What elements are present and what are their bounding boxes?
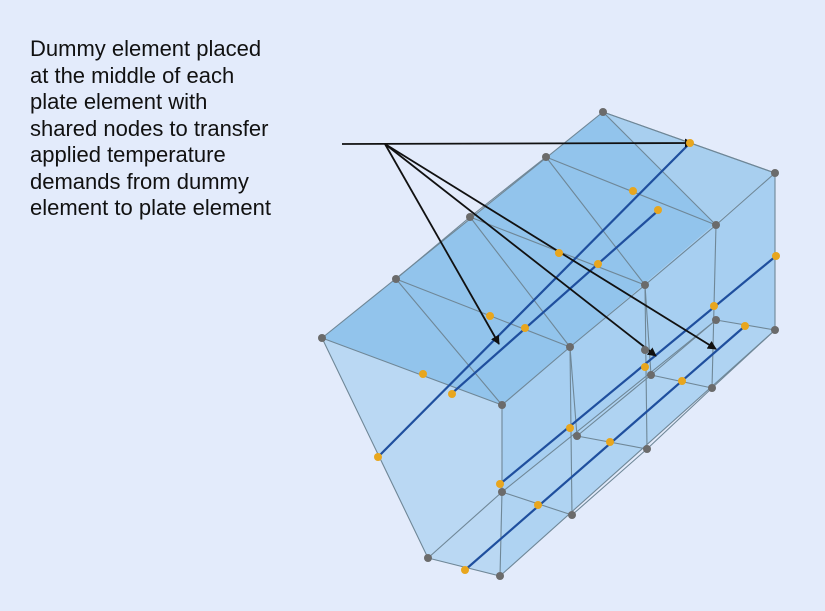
corner-node <box>712 221 720 229</box>
mesh-edge <box>715 172 776 226</box>
mesh-edge <box>646 387 713 450</box>
annotation-line: element to plate element <box>30 195 271 220</box>
corner-node <box>496 572 504 580</box>
mesh-edge <box>427 491 503 559</box>
annotation-line: Dummy element placed <box>30 36 262 61</box>
corner-node <box>647 371 655 379</box>
corner-nodes <box>318 108 779 580</box>
dummy-element-line <box>449 208 661 396</box>
arrow-line <box>384 143 500 345</box>
annotation-line: shared nodes to transfer <box>30 115 269 141</box>
arrow-line <box>384 143 657 357</box>
mesh-edge <box>395 278 571 348</box>
mesh-edge <box>711 329 776 389</box>
dummy-element-line <box>377 142 691 458</box>
dummy-element-line <box>464 325 746 571</box>
corner-node <box>392 275 400 283</box>
back-plate-face <box>603 112 775 225</box>
corner-node <box>542 153 550 161</box>
corner-node <box>771 169 779 177</box>
top-plate-face <box>322 112 775 405</box>
mid-node <box>654 206 662 214</box>
dummy-element-lines <box>377 142 777 571</box>
mesh-edge <box>501 319 717 493</box>
mid-node <box>641 363 649 371</box>
arrow-line <box>384 143 717 350</box>
annotation-line: applied temperature <box>30 142 226 167</box>
mid-node <box>448 390 456 398</box>
mid-node <box>629 187 637 195</box>
annotation-line: demands from dummy <box>30 168 249 194</box>
mesh-edge <box>569 284 646 348</box>
mid-node <box>772 252 780 260</box>
mesh-edge <box>395 216 471 280</box>
annotation-line: at the middle of each <box>30 62 235 88</box>
mid-node <box>534 501 542 509</box>
mid-node <box>374 453 382 461</box>
mid-node <box>606 438 614 446</box>
mesh-edge <box>644 224 717 286</box>
mid-node <box>419 370 427 378</box>
corner-node <box>643 445 651 453</box>
corner-node <box>641 281 649 289</box>
mesh-edge <box>602 111 717 226</box>
mesh-edge <box>576 374 652 437</box>
annotation-arrows <box>341 138 717 357</box>
mid-node <box>741 322 749 330</box>
mid-node <box>678 377 686 385</box>
annotation-text: Dummy element placed at the middle of ea… <box>30 36 350 222</box>
mid-node <box>555 249 563 257</box>
mesh-edge <box>499 491 503 577</box>
arrow-line <box>341 138 694 148</box>
mid-node <box>686 139 694 147</box>
dummy-element-line <box>499 255 777 485</box>
mid-node <box>594 260 602 268</box>
mesh-edge <box>571 448 648 516</box>
mid-node <box>521 324 529 332</box>
corner-node <box>424 554 432 562</box>
corner-node <box>641 346 649 354</box>
mid-node <box>566 424 574 432</box>
mid-nodes <box>374 139 780 574</box>
mesh-edge <box>545 156 646 286</box>
corner-node <box>599 108 607 116</box>
corner-node <box>712 316 720 324</box>
mesh-edge <box>469 216 571 348</box>
mesh-edge <box>321 337 503 406</box>
plate-faces <box>322 112 775 576</box>
corner-node <box>771 326 779 334</box>
mid-node <box>710 302 718 310</box>
corner-node <box>498 488 506 496</box>
mesh-edge <box>501 346 571 406</box>
corner-node <box>498 401 506 409</box>
mesh-edge <box>469 156 547 218</box>
corner-node <box>318 334 326 342</box>
mid-node <box>461 566 469 574</box>
mid-node <box>486 312 494 320</box>
corner-node <box>466 213 474 221</box>
left-plate-face <box>322 338 502 576</box>
mesh-edge <box>395 278 503 406</box>
corner-node <box>566 343 574 351</box>
corner-node <box>573 432 581 440</box>
mesh-edge <box>650 319 717 376</box>
lower-plate-face <box>500 320 775 576</box>
corner-node <box>708 384 716 392</box>
corner-node <box>568 511 576 519</box>
annotation-line: plate element with <box>30 89 208 114</box>
mid-node <box>496 480 504 488</box>
